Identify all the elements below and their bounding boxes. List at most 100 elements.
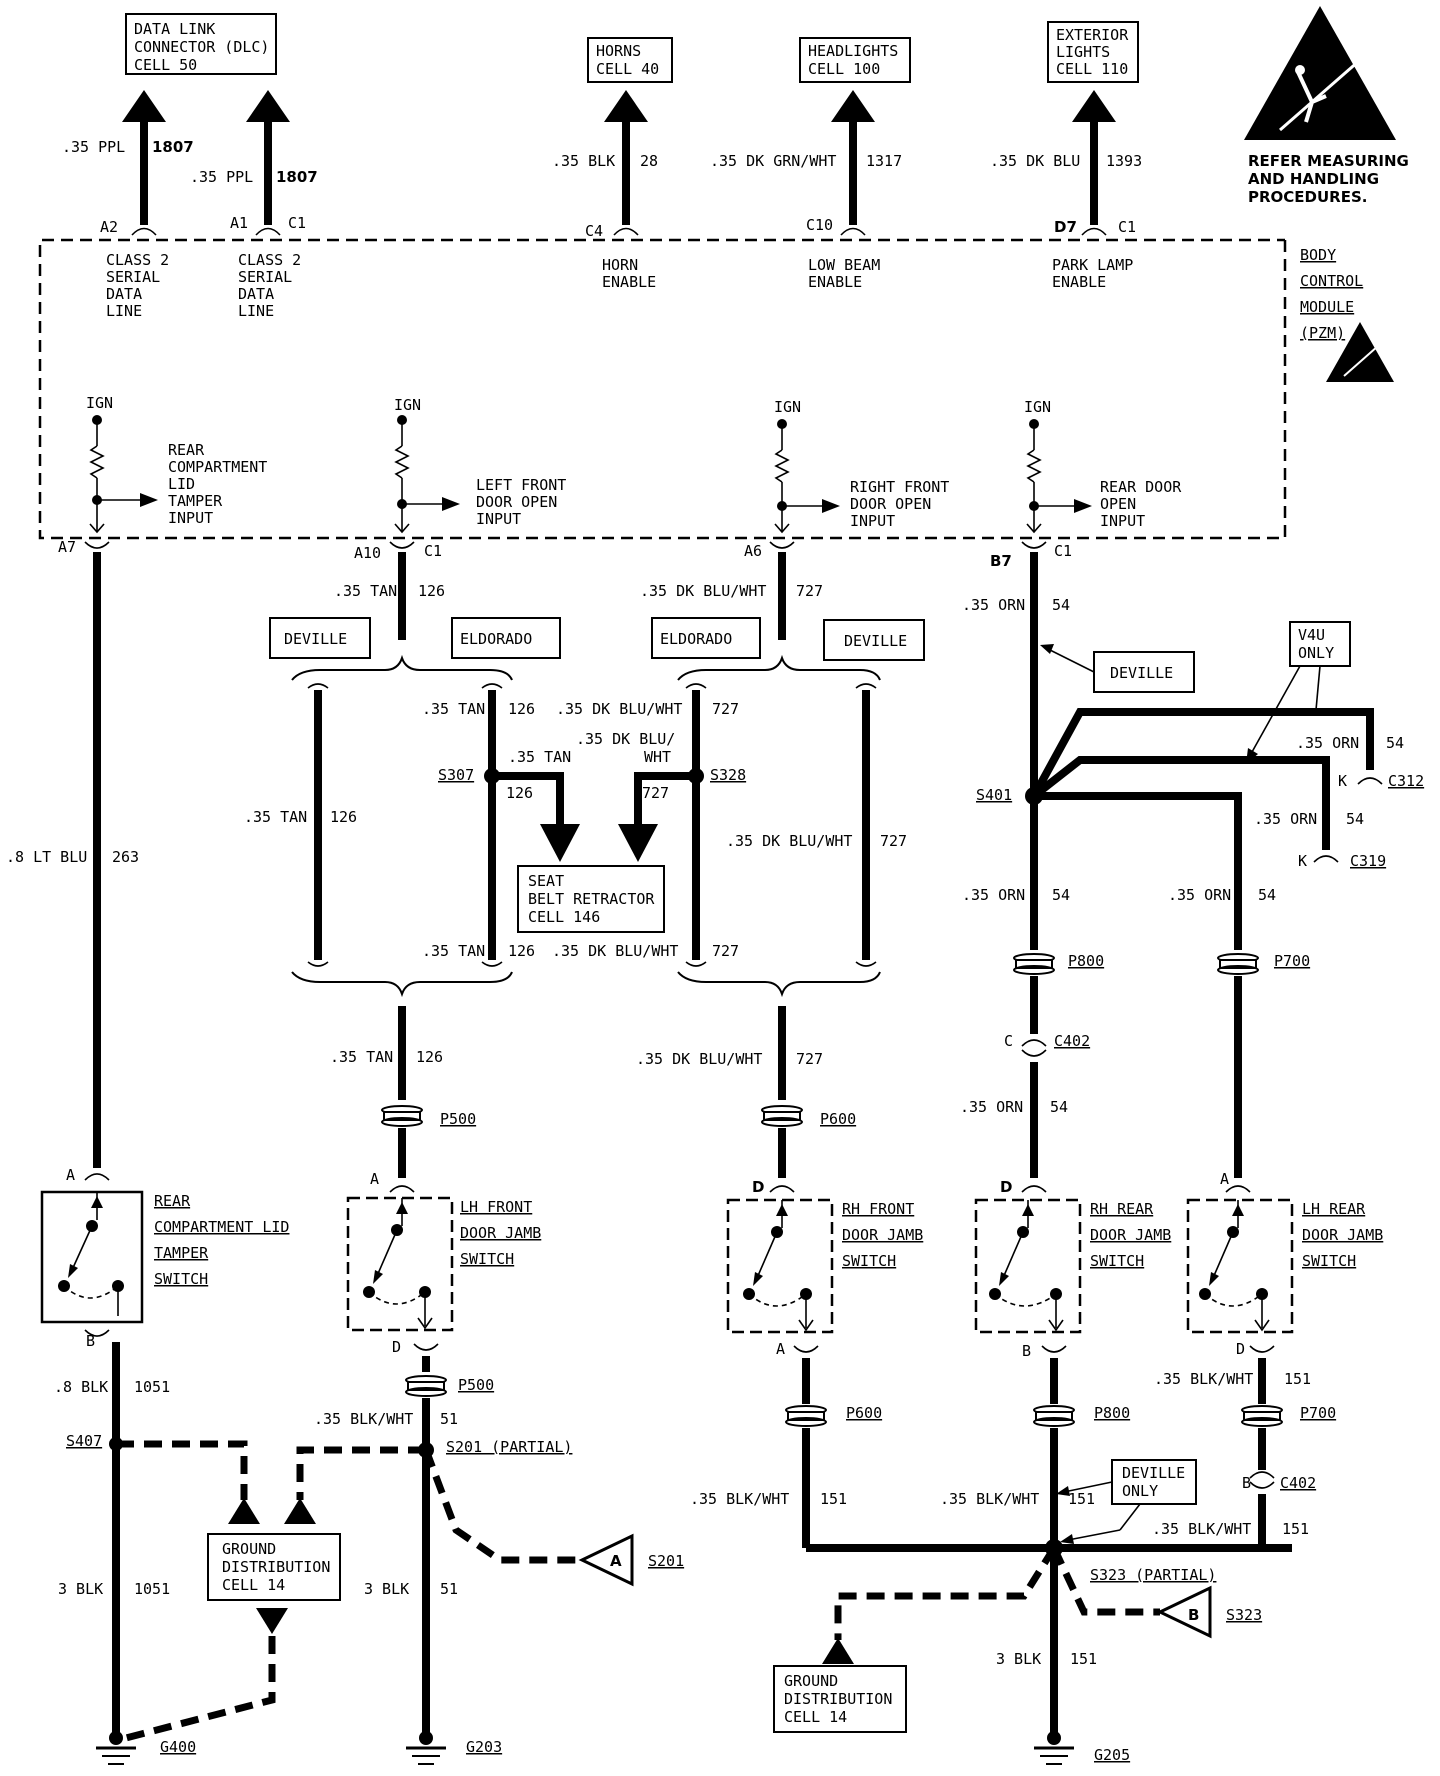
module-line3: MODULE xyxy=(1300,298,1354,316)
svg-text:CLASS 2: CLASS 2 xyxy=(106,251,169,269)
variant-box-eldorado-1: ELDORADO xyxy=(451,617,561,659)
conn-p700-1: P700 xyxy=(1274,952,1310,970)
w-blk3-51-circuit: 51 xyxy=(440,1580,458,1598)
top-w2-gauge: .35 PPL xyxy=(190,168,253,186)
w-dkbluwht-circuit-3: 727 xyxy=(642,784,669,802)
w-blk3-151-circuit: 151 xyxy=(1070,1650,1097,1668)
top-w3-circuit: 28 xyxy=(640,152,658,170)
conn-p500-1: P500 xyxy=(440,1110,476,1128)
conn-c312: C312 xyxy=(1388,772,1424,790)
pin-d7: D7 xyxy=(1054,218,1077,236)
svg-text:DEVILLE: DEVILLE xyxy=(844,632,907,650)
splice-s407: S407 xyxy=(66,1432,102,1450)
svg-text:BELT RETRACTOR: BELT RETRACTOR xyxy=(528,890,655,908)
svg-text:SWITCH: SWITCH xyxy=(1302,1252,1356,1270)
rh-rear-pin-d: D xyxy=(1000,1178,1012,1196)
pin-c1-top-right: C1 xyxy=(1118,218,1136,236)
ground-dist-l3-right: CELL 14 xyxy=(784,1708,847,1726)
module-bottom-pins xyxy=(84,541,1047,549)
lh-front-pin-d: D xyxy=(392,1338,401,1356)
w-blkwht151-circuit-4: 151 xyxy=(1282,1520,1309,1538)
ref-dlc-l1: DATA LINK xyxy=(134,20,215,38)
w-dkbluwht-gauge-4: .35 DK BLU/WHT xyxy=(552,942,678,960)
svg-text:DATA: DATA xyxy=(238,285,274,303)
svg-text:SEAT: SEAT xyxy=(528,872,564,890)
pin-a7: A7 xyxy=(58,538,76,556)
svg-text:DOOR JAMB: DOOR JAMB xyxy=(842,1226,923,1244)
pin-c1-lf: C1 xyxy=(424,542,442,560)
w-blkwht151-gauge-3: .35 BLK/WHT xyxy=(1154,1370,1253,1388)
w-blk8-circuit: 1051 xyxy=(134,1378,170,1396)
ign-1: IGN xyxy=(86,394,113,412)
svg-text:INPUT: INPUT xyxy=(168,509,213,527)
pin-c4: C4 xyxy=(585,222,603,240)
w-dkbluwht-gauge-5: .35 DK BLU/WHT xyxy=(636,1050,762,1068)
svg-text:ENABLE: ENABLE xyxy=(1052,273,1106,291)
w-blkwht151-circuit-2: 151 xyxy=(1068,1490,1095,1508)
top-w4-gauge: .35 DK GRN/WHT xyxy=(710,152,836,170)
top-w5-gauge: .35 DK BLU xyxy=(990,152,1080,170)
svg-text:LINE: LINE xyxy=(238,302,274,320)
conn-b-letter: B xyxy=(1242,1474,1251,1492)
variant-box-deville-3: DEVILLE xyxy=(1040,644,1195,693)
ground-dist-l1-left: GROUND xyxy=(222,1540,276,1558)
w-blk3-151-gauge: 3 BLK xyxy=(996,1650,1041,1668)
pin-a6: A6 xyxy=(744,542,762,560)
w-tan-circuit-2: 126 xyxy=(508,700,535,718)
top-w5-circuit: 1393 xyxy=(1106,152,1142,170)
w-blk3-1051-circuit: 1051 xyxy=(134,1580,170,1598)
conn-c319: C319 xyxy=(1350,852,1386,870)
warning-line3: PROCEDURES. xyxy=(1248,188,1367,206)
svg-text:LEFT FRONT: LEFT FRONT xyxy=(476,476,566,494)
svg-text:SERIAL: SERIAL xyxy=(106,268,160,286)
svg-text:TAMPER: TAMPER xyxy=(168,492,223,510)
svg-text:LH FRONT: LH FRONT xyxy=(460,1198,532,1216)
w-orn-gauge-4: .35 ORN xyxy=(962,886,1025,904)
w-tan-gauge-1: .35 TAN xyxy=(334,582,397,600)
w-tan-circuit-1: 126 xyxy=(418,582,445,600)
w-tan-gauge-2: .35 TAN xyxy=(422,700,485,718)
ref-ext-l3: CELL 110 xyxy=(1056,60,1128,78)
variant-box-eldorado-2: ELDORADO xyxy=(651,617,761,659)
splice-s328: S328 xyxy=(710,766,746,784)
lh-rear-circuit xyxy=(1186,953,1294,1548)
svg-text:LID: LID xyxy=(168,475,195,493)
svg-text:REAR: REAR xyxy=(154,1192,191,1210)
svg-text:RH REAR: RH REAR xyxy=(1090,1200,1154,1218)
rh-rear-switch-label: RH REAR DOOR JAMB SWITCH xyxy=(1090,1200,1171,1270)
conn-p800-1: P800 xyxy=(1068,952,1104,970)
conn-p700-2: P700 xyxy=(1300,1404,1336,1422)
w-tan-gauge-4: .35 TAN xyxy=(508,748,571,766)
w-blk3-51-gauge: 3 BLK xyxy=(364,1580,409,1598)
w-orn-circuit-4: 54 xyxy=(1052,886,1070,904)
svg-text:HORN: HORN xyxy=(602,256,638,274)
svg-text:TAMPER: TAMPER xyxy=(154,1244,209,1262)
w-tan-circuit-3: 126 xyxy=(330,808,357,826)
svg-text:DEVILLE: DEVILLE xyxy=(1110,664,1173,682)
w-tan-circuit-6: 126 xyxy=(416,1048,443,1066)
input-pullups xyxy=(89,415,1092,534)
esd-small-icon xyxy=(1326,322,1394,382)
w-blkwht51-circuit: 51 xyxy=(440,1410,458,1428)
w-blkwht151-gauge-2: .35 BLK/WHT xyxy=(940,1490,1039,1508)
svg-text:LOW BEAM: LOW BEAM xyxy=(808,256,880,274)
input-labels: REAR COMPARTMENT LID TAMPER INPUT LEFT F… xyxy=(168,441,1182,530)
w-blkwht51-gauge: .35 BLK/WHT xyxy=(314,1410,413,1428)
svg-text:DOOR OPEN: DOOR OPEN xyxy=(476,493,557,511)
w-blk3-1051-gauge: 3 BLK xyxy=(58,1580,103,1598)
ground-g205: G205 xyxy=(1094,1746,1130,1764)
w-tan-circuit-4: 126 xyxy=(506,784,533,802)
svg-text:OPEN: OPEN xyxy=(1100,495,1136,513)
variant-box-deville-only: DEVILLE ONLY xyxy=(1056,1459,1197,1544)
conn-k-2: K xyxy=(1298,852,1307,870)
rh-rear-pin-b: B xyxy=(1022,1342,1031,1360)
svg-text:ONLY: ONLY xyxy=(1122,1482,1158,1500)
w-dkbluwht-gauge-2: .35 DK BLU/WHT xyxy=(556,700,682,718)
svg-text:RH FRONT: RH FRONT xyxy=(842,1200,914,1218)
svg-text:SWITCH: SWITCH xyxy=(460,1250,514,1268)
svg-text:INPUT: INPUT xyxy=(1100,512,1145,530)
svg-text:REAR: REAR xyxy=(168,441,205,459)
svg-text:ELDORADO: ELDORADO xyxy=(460,630,532,648)
top-w2-circuit: 1807 xyxy=(276,168,318,186)
top-w1-circuit: 1807 xyxy=(152,138,194,156)
